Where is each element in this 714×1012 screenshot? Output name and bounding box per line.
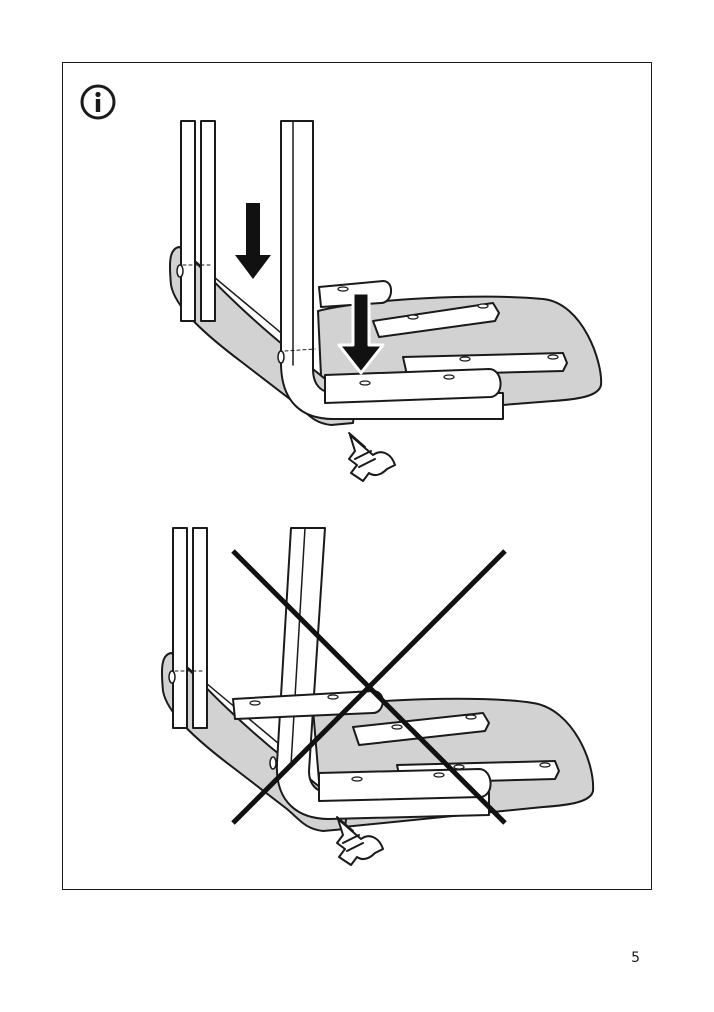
instruction-panel [62, 62, 652, 890]
hand-press-icon [336, 816, 384, 866]
incorrect-assembly-illustration [161, 527, 595, 866]
cross-mark-icon [231, 549, 507, 825]
page-number: 5 [631, 950, 640, 966]
down-arrow-icon [337, 291, 385, 375]
correct-assembly-illustration [169, 120, 603, 482]
info-icon [80, 84, 116, 120]
hand-press-icon [348, 432, 396, 482]
down-arrow-icon [235, 203, 271, 279]
